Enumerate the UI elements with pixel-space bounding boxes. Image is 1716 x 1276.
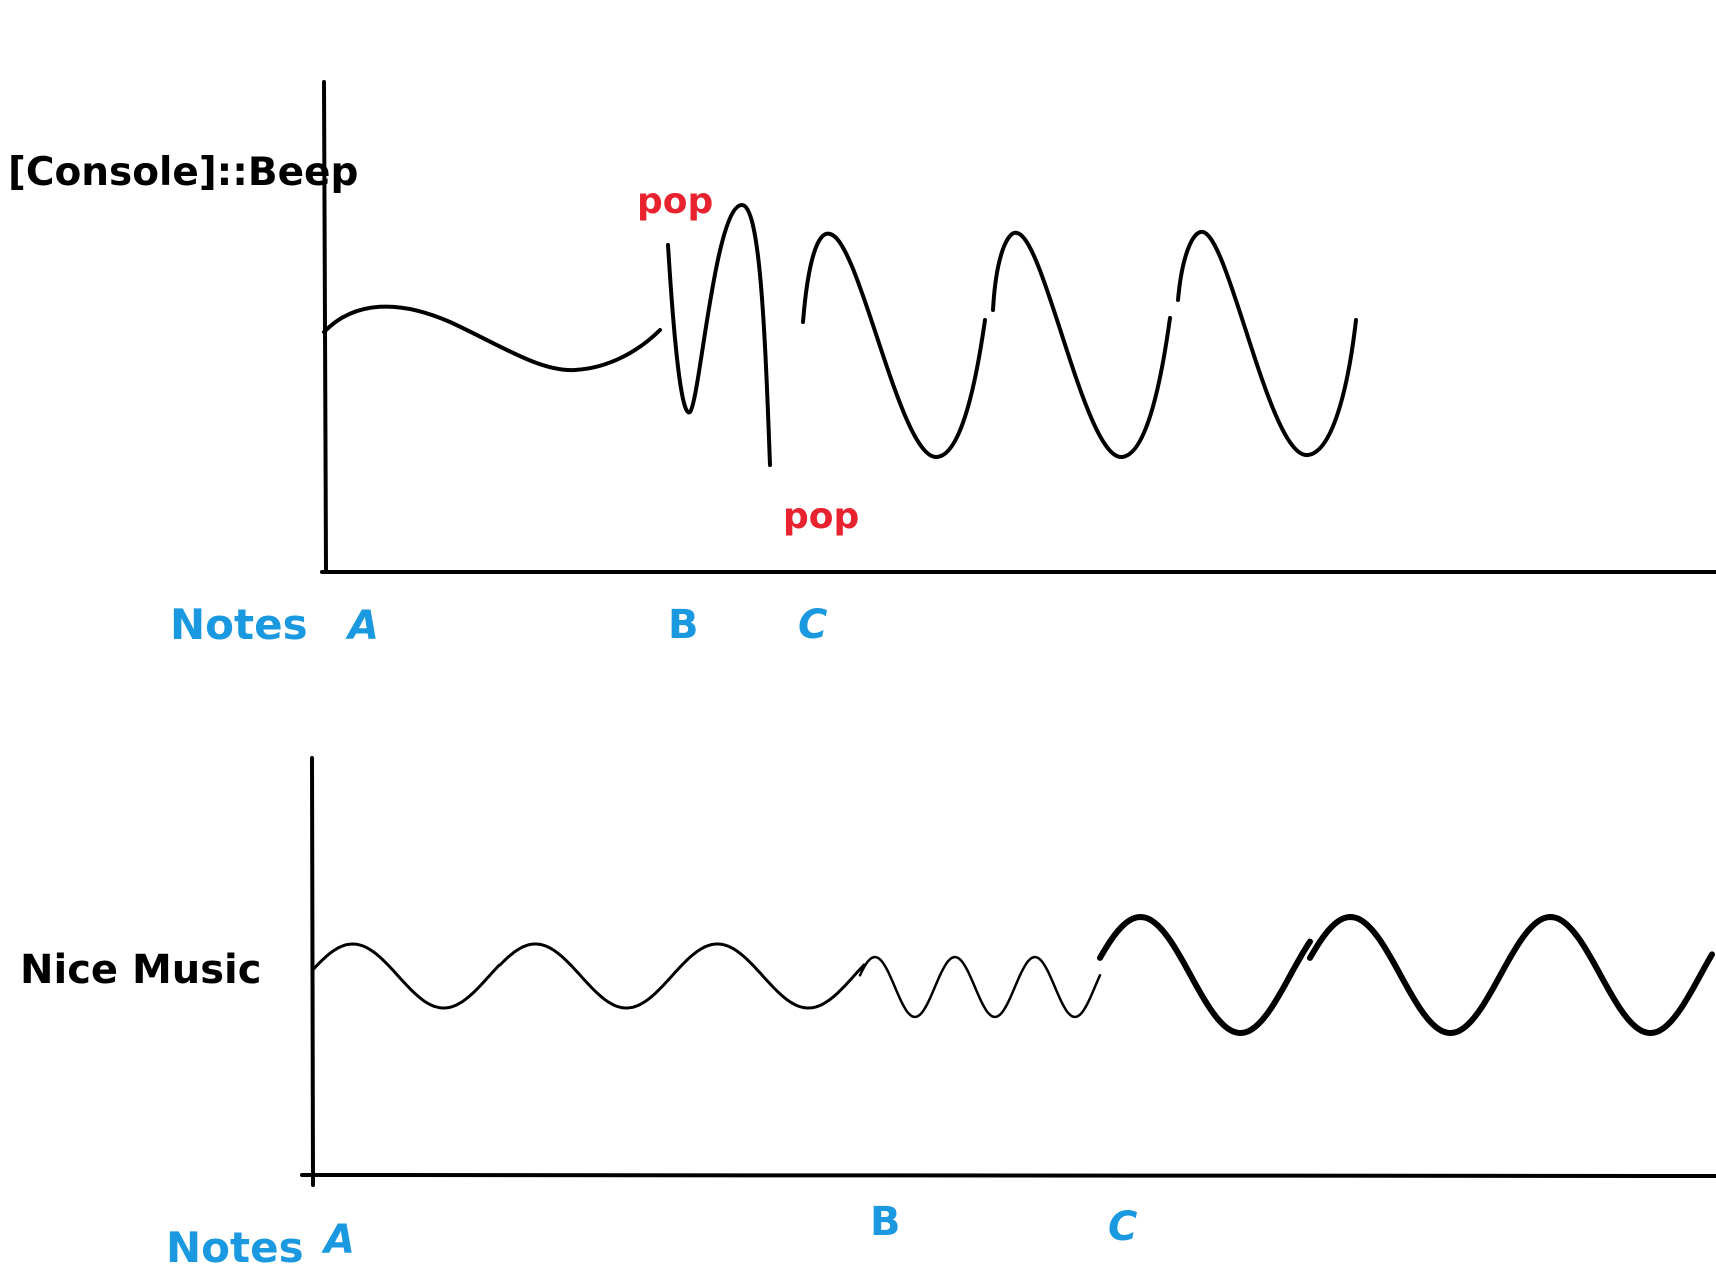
bottom-wave-note-c-2 (1307, 914, 1513, 1036)
bottom-note-b: B (870, 1199, 901, 1245)
top-waveform (322, 203, 1358, 467)
pop-label-lower: pop (783, 496, 859, 537)
panel-nice-music: Nice Music Notes A B C (20, 756, 1716, 1272)
nice-music-label: Nice Music (20, 947, 261, 993)
bottom-wave-note-b-1 (858, 955, 942, 1019)
top-wave-note-b (666, 203, 772, 467)
bottom-wave-note-b-2 (938, 955, 1022, 1019)
bottom-x-axis (300, 1173, 1716, 1178)
top-wave-note-a (322, 304, 662, 373)
bottom-wave-note-c-3 (1507, 914, 1715, 1036)
top-wave-note-c-3 (1176, 229, 1358, 457)
bottom-note-c: C (1108, 1204, 1137, 1250)
bottom-wave-note-b-3 (1018, 955, 1102, 1019)
bottom-y-axis (310, 756, 315, 1187)
top-note-c: C (798, 602, 827, 648)
bottom-waveform (311, 914, 1715, 1036)
pop-label-upper: pop (637, 181, 713, 222)
console-beep-label: [Console]::Beep (8, 150, 358, 195)
bottom-notes-label: Notes (166, 1223, 304, 1272)
top-wave-note-c-1 (801, 231, 987, 460)
top-wave-note-c-2 (991, 230, 1172, 460)
top-y-axis (322, 80, 328, 574)
top-note-a: A (345, 603, 379, 649)
panel-console-beep: [Console]::Beep pop pop Notes A B C (8, 80, 1716, 649)
bottom-wave-note-c-1 (1097, 914, 1313, 1036)
bottom-note-a: A (321, 1217, 355, 1263)
bottom-wave-note-a-1 (311, 942, 501, 1010)
bottom-wave-note-a-3 (680, 942, 866, 1010)
top-note-b: B (668, 602, 699, 648)
bottom-wave-note-a-2 (498, 942, 684, 1010)
top-notes-label: Notes (170, 600, 308, 649)
